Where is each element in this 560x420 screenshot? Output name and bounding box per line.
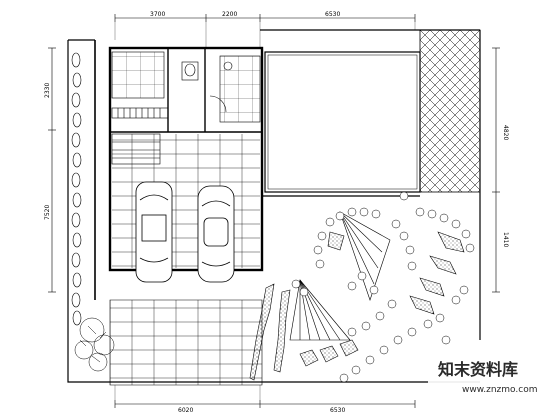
watermark-url: www.znzmo.com [462,385,537,395]
car-left [135,181,173,283]
right-dimension-line [492,47,500,293]
stepping-stones [249,231,465,381]
driveway-paving [109,299,263,386]
tree-cluster [74,317,115,372]
watermark: 知末资料库 www.znzmo.com [428,352,554,402]
top-dimension-line [114,14,416,48]
top-dim-3: 6530 [325,11,340,18]
top-dim-1: 3700 [150,11,165,18]
right-dim-2: 1410 [502,232,509,247]
right-dim-1: 4820 [502,125,509,140]
watermark-title: 知末资料库 [438,360,518,379]
bottom-dim-1: 6020 [178,407,193,414]
hatched-terrace [419,29,481,193]
left-dimension-line [48,47,56,293]
shrubs [291,191,475,383]
left-dim-2: 7520 [44,205,51,220]
top-dim-2: 2200 [222,11,237,18]
bottom-dimension-line [114,385,416,408]
fan-deck [289,211,391,341]
left-dim-1: 2330 [44,83,51,98]
building-walls [108,46,421,272]
garage-floor [112,134,260,268]
left-hedge [71,52,82,326]
car-right [197,185,235,283]
bathroom-fixtures [111,51,261,123]
bottom-dim-2: 6530 [330,407,345,414]
